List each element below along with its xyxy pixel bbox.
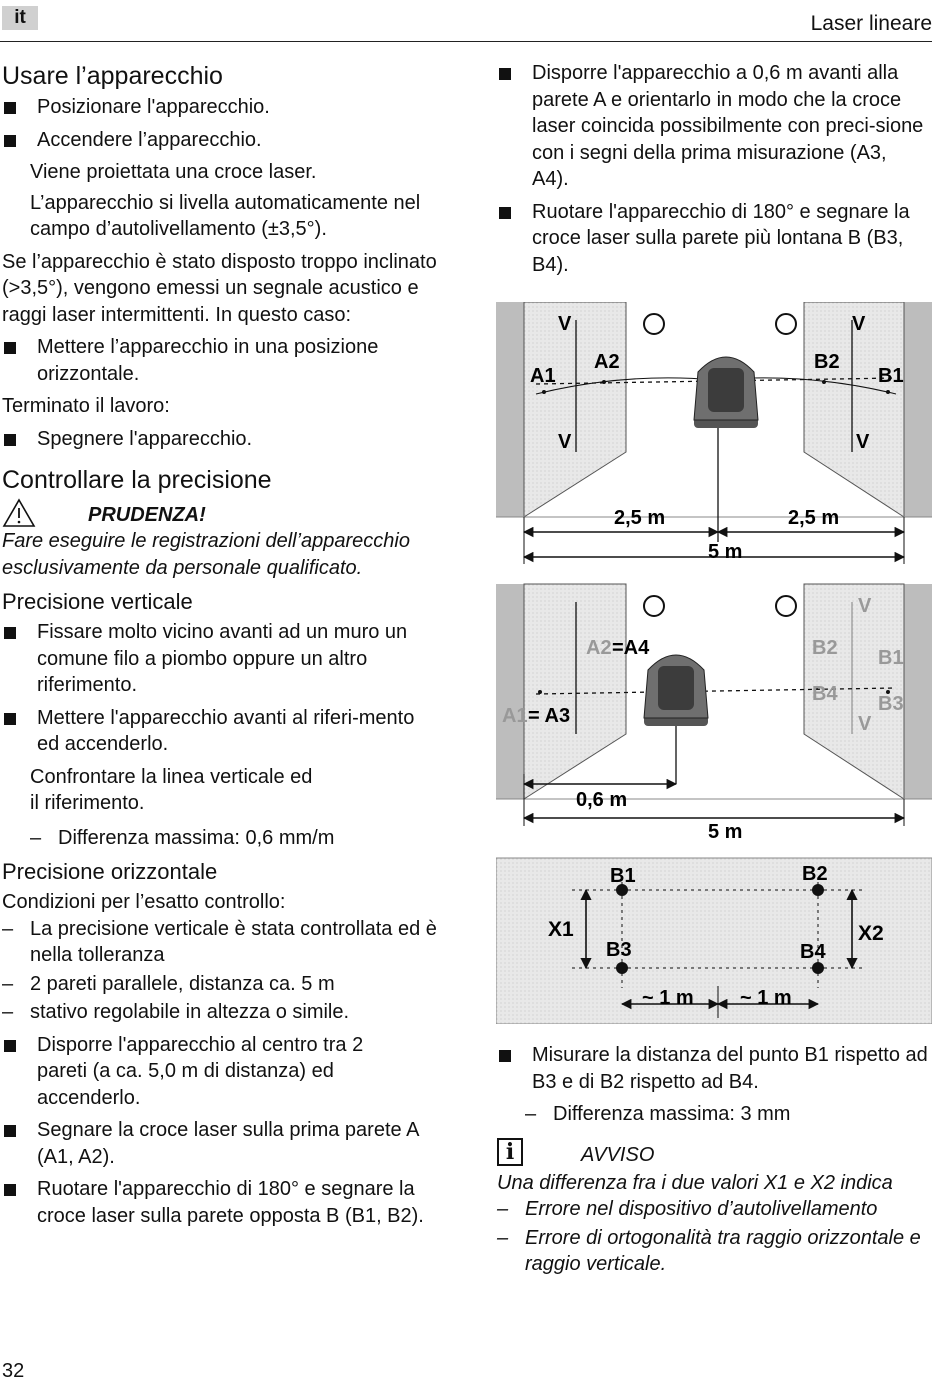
label-half-left: 2,5 m <box>614 507 665 529</box>
bullet-mark-wall-a: Segnare la croce laser sulla prima paret… <box>2 1117 442 1170</box>
label-b4-ghost: B4 <box>812 683 838 705</box>
label-p3-b2: B2 <box>802 863 828 885</box>
text-auto-level: L’apparecchio si livella automaticamente… <box>30 191 421 241</box>
language-tag: it <box>2 6 38 30</box>
label-b2: B2 <box>814 351 840 373</box>
label-m-left: ~ 1 m <box>642 987 694 1009</box>
label-v-6: V <box>858 713 872 735</box>
figure-panel-1: V V V V A1 A2 B2 B1 2,5 m 2,5 m 5 m <box>496 302 932 572</box>
label-v-2: V <box>852 313 866 335</box>
label-total-2: 5 m <box>708 821 742 843</box>
right-column-bottom: Misurare la distanza del punto B1 rispet… <box>497 1042 937 1280</box>
label-total-1: 5 m <box>708 541 742 563</box>
notice-header: i AVVISO <box>497 1137 937 1170</box>
label-a1-ghost: A1 <box>502 705 528 727</box>
label-p3-b3: B3 <box>606 939 632 961</box>
header-rule <box>0 41 932 42</box>
figure-panel-3: B1 B2 B3 B4 X1 X2 ~ 1 m ~ 1 m <box>496 857 932 1024</box>
text-conditions: Condizioni per l’esatto controllo: <box>2 891 286 913</box>
bullet-center-device: Disporre l'apparecchio al centro tra 2 p… <box>2 1032 397 1112</box>
laser-device-icon-2 <box>643 654 709 726</box>
label-a4: =A4 <box>612 637 650 659</box>
label-m-right: ~ 1 m <box>740 987 792 1009</box>
label-x1: X1 <box>548 918 574 941</box>
info-icon: i <box>497 1137 523 1166</box>
notice-dash-1: Errore nel dispositivo d’autolivellament… <box>497 1196 937 1223</box>
label-b3-ghost: B3 <box>878 693 904 715</box>
warning-icon <box>2 498 36 527</box>
section-title-check: Controllare la precisione <box>2 466 272 494</box>
figure-panel-2: V V A2 =A4 A1 = A3 B2 B4 B1 B3 0,6 m 5 m <box>496 583 932 854</box>
page-number: 32 <box>2 1360 25 1382</box>
notice-dash-2: Errore di ortogonalità tra raggio orizzo… <box>497 1225 925 1278</box>
warning-text: Fare eseguire le registrazioni dell’appa… <box>2 530 410 579</box>
subsection-title-vertical: Precisione verticale <box>2 589 193 614</box>
bullet-switch-off: Spegnere l'apparecchio. <box>2 426 442 453</box>
label-p3-b4: B4 <box>800 941 826 963</box>
bullet-horizontal-position: Mettere l’apparecchio in una posizione o… <box>2 334 442 387</box>
bullet-position: Posizionare l'apparecchio. <box>2 94 442 121</box>
label-b1-ghost: B1 <box>878 647 904 669</box>
bullet-place-device: Mettere l'apparecchio avanti al riferi-m… <box>2 705 442 758</box>
warning-label: PRUDENZA! <box>88 504 206 526</box>
text-tilted: Se l’apparecchio è stato disposto troppo… <box>2 250 437 326</box>
left-column: Usare l’apparecchio Posizionare l'appare… <box>2 60 442 1235</box>
label-v-5: V <box>858 595 872 617</box>
text-work-done: Terminato il lavoro: <box>2 395 170 417</box>
bullet-rotate-mark-b: Ruotare l'apparecchio di 180° e segnare … <box>2 1176 442 1229</box>
notice-text: Una differenza fra i due valori X1 e X2 … <box>497 1171 893 1194</box>
label-x2: X2 <box>858 922 884 945</box>
label-a3: = A3 <box>528 705 570 727</box>
section-title-use: Usare l’apparecchio <box>2 62 223 90</box>
header-title: Laser lineare <box>810 12 932 35</box>
label-a2-ghost: A2 <box>586 637 612 659</box>
dash-condition-vertical: La precisione verticale è stata controll… <box>2 916 442 969</box>
label-v-4: V <box>856 431 870 453</box>
text-laser-cross: Viene proiettata una croce laser. <box>30 161 317 183</box>
label-half-right: 2,5 m <box>788 507 839 529</box>
text-compare-line: Confrontare la linea verticale ed il rif… <box>30 765 313 815</box>
label-v-1: V <box>558 313 572 335</box>
right-column-top: Disporre l'apparecchio a 0,6 m avanti al… <box>497 60 937 284</box>
label-p3-b1: B1 <box>610 865 636 887</box>
precision-check-figure: V V V V A1 A2 B2 B1 2,5 m 2,5 m 5 m <box>496 302 932 1024</box>
label-b1: B1 <box>878 365 904 387</box>
notice-label: AVVISO <box>581 1143 655 1166</box>
bullet-plumb-line: Fissare molto vicino avanti ad un muro u… <box>2 619 442 699</box>
dash-max-diff-horizontal: Differenza massima: 3 mm <box>525 1101 937 1128</box>
dash-condition-tripod: stativo regolabile in altezza o simile. <box>2 999 442 1026</box>
label-a1: A1 <box>530 365 556 387</box>
label-v-3: V <box>558 431 572 453</box>
label-near: 0,6 m <box>576 789 627 811</box>
label-b2-ghost: B2 <box>812 637 838 659</box>
bullet-rotate-far-wall: Ruotare l'apparecchio di 180° e segnare … <box>497 199 942 279</box>
bullet-near-wall: Disporre l'apparecchio a 0,6 m avanti al… <box>497 60 927 193</box>
subsection-title-horizontal: Precisione orizzontale <box>2 859 218 884</box>
bullet-measure: Misurare la distanza del punto B1 rispet… <box>497 1042 937 1095</box>
label-a2: A2 <box>594 351 620 373</box>
dash-condition-walls: 2 pareti parallele, distanza ca. 5 m <box>2 971 442 998</box>
bullet-switch-on: Accendere l’apparecchio. <box>2 127 442 154</box>
dash-max-diff-vertical: Differenza massima: 0,6 mm/m <box>30 825 442 852</box>
laser-device-icon <box>693 356 759 428</box>
warning-header: PRUDENZA! <box>2 498 442 528</box>
